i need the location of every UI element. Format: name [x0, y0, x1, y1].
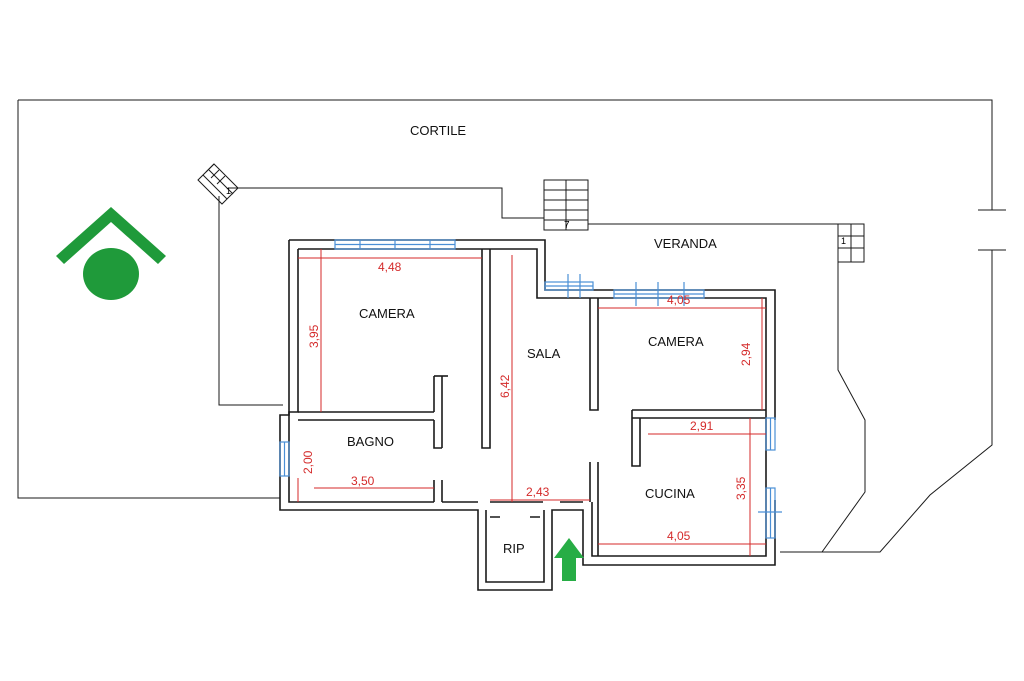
apartment-walls	[279, 239, 776, 591]
dim-cucina-width: 4,05	[667, 529, 691, 543]
windows	[279, 239, 782, 539]
stair-center	[543, 179, 589, 231]
stair-right	[837, 223, 865, 263]
dim-cucina-upper-width: 2,91	[690, 419, 714, 433]
label-camera-right: CAMERA	[648, 334, 704, 349]
green-roof-house-logo-icon	[56, 207, 166, 300]
dim-camera-right-width: 4,05	[667, 293, 691, 307]
label-rip: RIP	[503, 541, 525, 556]
veranda-left-edge	[218, 196, 283, 406]
interior-partitions	[298, 249, 766, 556]
stair-left	[197, 163, 239, 205]
label-bagno: BAGNO	[347, 434, 394, 449]
label-cucina: CUCINA	[645, 486, 695, 501]
label-cortile: CORTILE	[410, 123, 466, 138]
dim-cucina-depth: 3,35	[734, 476, 748, 500]
dim-sala-width: 2,43	[526, 485, 550, 499]
courtyard-boundary	[17, 99, 993, 553]
dim-bagno-depth: 2,00	[301, 450, 315, 474]
entrance-arrow-icon	[554, 538, 584, 581]
veranda-boundary	[228, 187, 866, 553]
dim-camera-right-depth: 2,94	[739, 342, 753, 366]
dim-bagno-width: 3,50	[351, 474, 375, 488]
label-sala: SALA	[527, 346, 561, 361]
dimension-lines	[297, 249, 766, 556]
stair-left-number: 1	[226, 186, 231, 196]
dim-sala-depth: 6,42	[498, 374, 512, 398]
dim-camera-left-width: 4,48	[378, 260, 402, 274]
stair-right-number: 1	[841, 236, 846, 246]
label-camera-left: CAMERA	[359, 306, 415, 321]
dim-camera-left-depth: 3,95	[307, 324, 321, 348]
label-veranda: VERANDA	[654, 236, 717, 251]
stair-center-number: 7	[564, 220, 570, 231]
